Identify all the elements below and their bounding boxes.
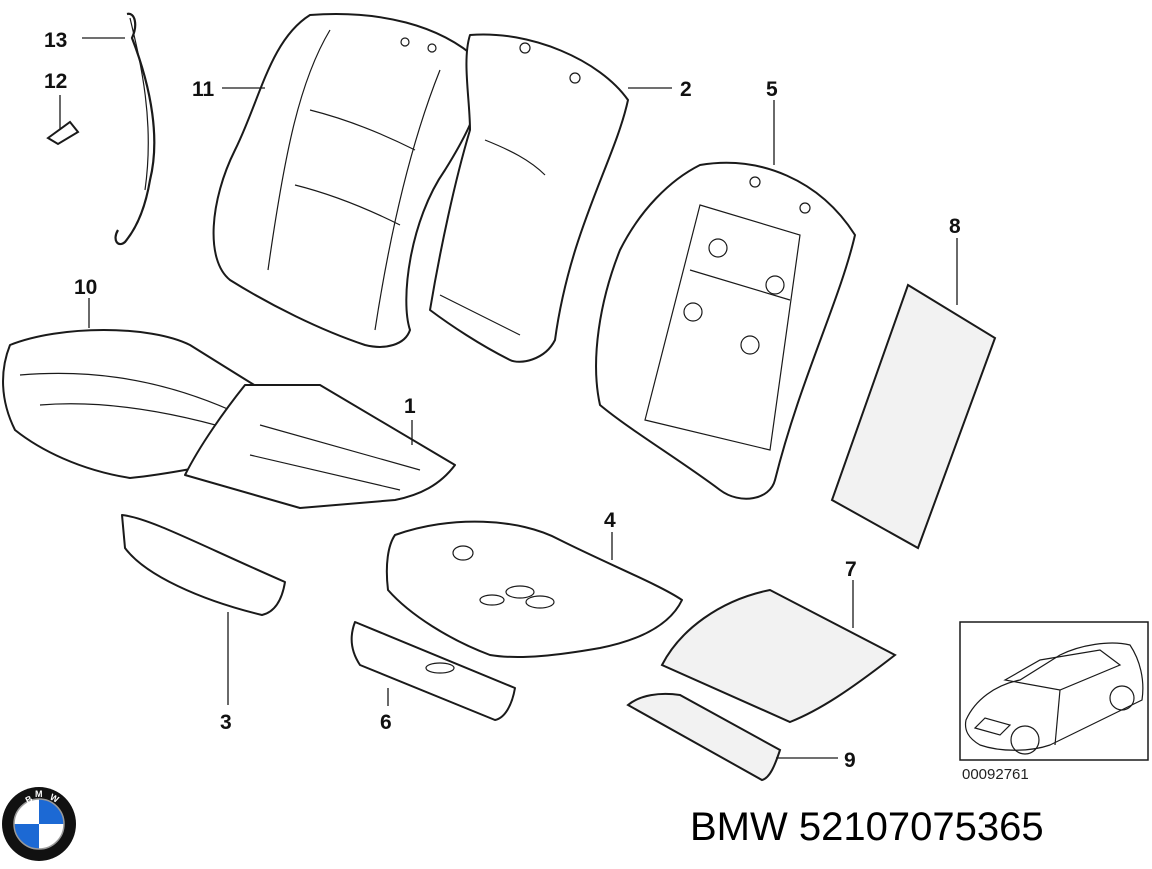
part-7-seat-pad [660,588,897,724]
callout-6: 6 [380,711,392,734]
callout-3: 3 [220,711,232,734]
callout-11: 11 [192,78,215,101]
part-8-back-panel [830,283,997,550]
reference-number: 00092761 [962,766,1029,783]
part-2-backrest-panel [429,33,629,363]
callout-2: 2 [680,78,692,101]
part-1-seat-frame [184,384,456,509]
leader-lines [59,37,958,759]
bmw-logo-icon: B M W [2,787,76,861]
callout-10: 10 [74,276,97,299]
callout-5: 5 [766,78,778,101]
part-13-wire-hook [114,12,156,246]
callout-12: 12 [44,70,67,93]
callout-4: 4 [604,509,616,532]
part-number-caption: BMW 52107075365 [690,805,1044,849]
part-5-backrest-foam [595,161,856,500]
part-4-seat-foam [385,520,683,659]
svg-text:M: M [35,789,43,799]
part-3-side-bolster [121,514,286,616]
callout-8: 8 [949,215,961,238]
callout-1: 1 [404,395,416,418]
svg-text:B: B [24,793,35,805]
callout-9: 9 [844,749,856,772]
callout-7: 7 [845,558,857,581]
part-11-backrest-cover [212,13,483,348]
callout-labels: 13 12 11 2 5 8 10 1 3 4 6 7 9 [44,29,961,772]
callout-13: 13 [44,29,67,52]
car-inset [959,621,1149,761]
part-9-small-pad [626,692,782,782]
part-6-front-bolster [350,621,516,721]
part-12-clip [46,120,80,146]
